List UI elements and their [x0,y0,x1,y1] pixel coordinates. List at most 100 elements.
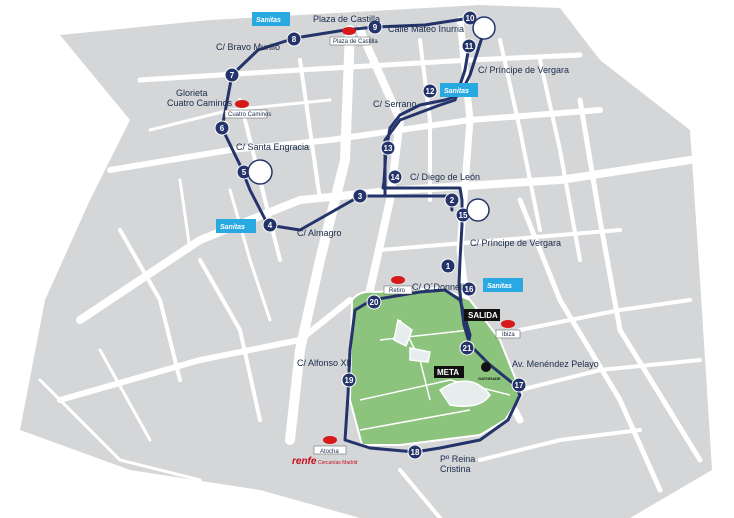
km-marker [262,217,278,233]
metro-station-atocha: Atocha [313,436,347,455]
station-label: Cuatro Caminos [228,112,271,118]
km-marker-label: 1 [446,262,451,271]
km-marker [422,83,438,99]
street-label: Cuatro Caminos [167,98,233,108]
km-marker [462,10,478,26]
street-label: Av. Menéndez Pelayo [512,359,599,369]
sponsor-label: Sanitas [256,17,281,24]
renfe-logo: renfe Cercanías Madrid [292,456,358,467]
street-label: C/ Alfonso XII [297,358,352,368]
street-label: Glorieta [176,88,208,98]
station-label: Atocha [320,449,339,455]
sponsor-label: Sanitas [444,88,469,95]
km-marker [214,120,230,136]
km-marker-label: 8 [292,35,297,44]
km-marker-label: 2 [450,196,455,205]
metro-logo-icon [391,276,405,284]
station-label: Retiro [389,288,406,294]
sponsor-box [216,219,256,233]
park-paths [359,318,511,431]
start-tag: SALIDA [464,309,500,321]
station-label: Plaza de Castilla [333,39,378,45]
metro-logo-icon [235,100,249,108]
metro-station-plaza-castilla: Plaza de Castilla [329,27,378,46]
city-area [20,5,712,518]
km-marker [407,444,423,460]
renfe-sub: Cercanías Madrid [318,460,358,466]
km-marker [224,67,240,83]
water-station-icon [472,16,496,40]
km-marker [366,294,382,310]
street-label: C/ Príncipe de Vergara [478,65,569,75]
sponsor-label: Sanitas [220,224,245,231]
metro-logo-icon [501,320,515,328]
km-marker [440,258,456,274]
km-marker-label: 14 [391,173,400,182]
gatorade-logo: GATORADE [478,362,501,381]
km-marker-label: 20 [370,298,379,307]
km-marker-label: 18 [411,448,420,457]
street-label: C/ Santa Engracia [236,142,309,152]
street-label: C/ Diego de León [410,172,480,182]
metro-station-retiro: Retiro [383,276,413,295]
sponsor-box [252,12,290,26]
water-station-icon [247,159,273,185]
km-marker [444,192,460,208]
km-marker [380,140,396,156]
water-station-icon [466,198,490,222]
km-marker [511,377,527,393]
station-label: Ibiza [502,332,515,338]
km-marker-label: 15 [459,211,468,220]
street-label: C/ Bravo Murillo [216,42,280,52]
sponsor-boxes: Sanitas Sanitas Sanitas Sanitas [216,12,523,292]
km-marker [461,38,477,54]
km-marker-label: 21 [463,344,472,353]
route-return [383,38,472,198]
km-marker-label: 7 [230,71,235,80]
km-marker [341,372,357,388]
metro-logo-icon [323,436,337,444]
gatorade-label: GATORADE [478,376,501,381]
street-label: C/ Serrano [373,99,417,109]
street-label: Plaza de Castilla [313,14,380,24]
km-marker [459,340,475,356]
gatorade-icon [481,362,491,372]
metro-stations: Plaza de Castilla Cuatro Caminos Retiro … [224,27,521,467]
street-label: C/ Príncipe de Vergara [470,238,561,248]
start-label: SALIDA [468,311,498,320]
street-labels: Plaza de Castilla Calle Mateo Inurria C/… [167,14,599,474]
km-marker [461,281,477,297]
km-marker-label: 10 [466,14,475,23]
sponsor-box [483,278,523,292]
street-label: Pº Reina [440,454,475,464]
finish-label: META [437,368,459,377]
metro-station-cuatro-caminos: Cuatro Caminos [224,100,271,119]
finish-tag: META [434,366,464,378]
km-marker-label: 19 [345,376,354,385]
km-marker-label: 6 [220,124,225,133]
km-marker-label: 12 [426,87,435,96]
metro-logo-icon [342,27,356,35]
km-marker-label: 3 [358,192,363,201]
km-marker [286,31,302,47]
km-marker-label: 16 [465,285,474,294]
km-marker-label: 13 [384,144,393,153]
km-marker [387,169,403,185]
km-marker-label: 4 [268,221,273,230]
km-marker [367,19,383,35]
street-label: C/ Almagro [297,228,342,238]
street-label: Calle Mateo Inurria [388,24,464,34]
sponsor-box [440,83,478,97]
km-marker-label: 17 [515,381,524,390]
route-north-loop [220,16,522,454]
km-marker-label: 9 [373,23,378,32]
km-marker-label: 5 [242,168,247,177]
renfe-brand: renfe [292,456,317,467]
sponsor-label: Sanitas [487,283,512,290]
water-stations [247,16,496,222]
street-label: C/ O´Donnell [412,282,464,292]
km-marker [352,188,368,204]
